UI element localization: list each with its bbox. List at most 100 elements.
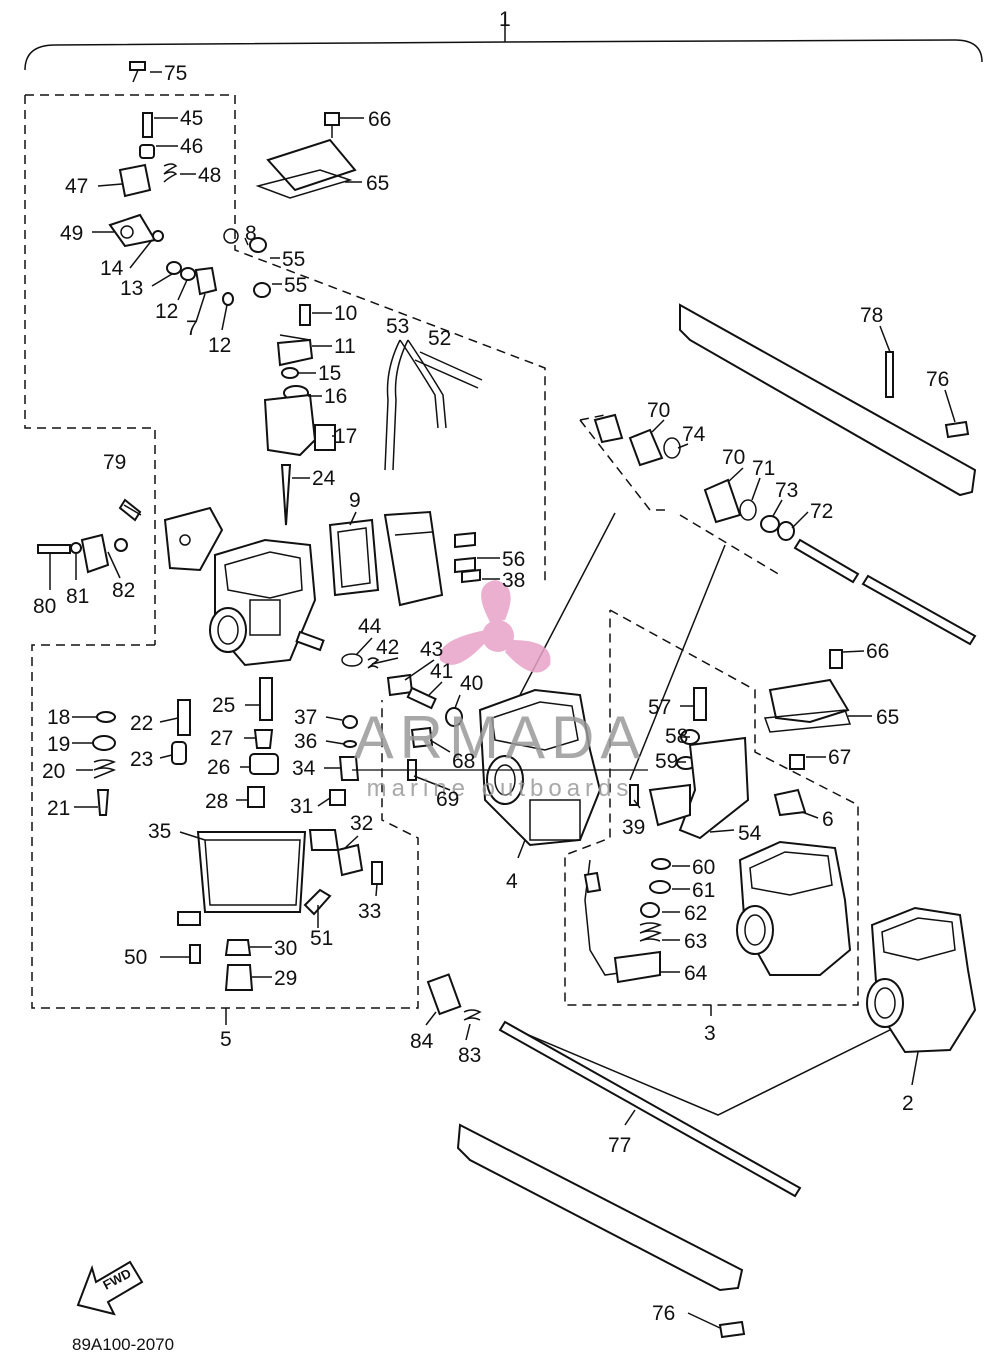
callout-12a: 12 [155,300,178,323]
callout-46: 46 [180,135,203,158]
group-outlines [24,94,901,1116]
callout-53: 53 [386,315,409,338]
callout-labels: 1 75 45 46 48 47 49 8 55 55 14 13 12 7 1… [33,8,949,1325]
callout-51: 51 [310,927,333,950]
callout-40: 40 [460,672,483,695]
callout-59: 59 [655,750,678,773]
callout-21: 21 [47,797,70,820]
callout-70a: 70 [647,399,670,422]
callout-5: 5 [220,1028,232,1051]
callout-72: 72 [810,500,833,523]
callout-55a: 55 [282,248,305,271]
callout-63: 63 [684,930,707,953]
callout-69: 69 [436,788,459,811]
callout-17: 17 [334,425,357,448]
callout-10: 10 [334,302,357,325]
callout-58: 58 [665,725,688,748]
callout-54: 54 [738,822,762,845]
callout-73: 73 [775,479,798,502]
callout-45: 45 [180,107,203,130]
callout-22: 22 [130,712,153,735]
callout-76b: 76 [652,1302,675,1325]
callout-48: 48 [198,164,221,187]
carburetor-4 [478,688,602,847]
bracket-plate-group [37,498,224,574]
callout-6: 6 [822,808,834,831]
callout-12b: 12 [208,334,231,357]
diagram-code: 89A100-2070 [72,1335,174,1354]
callout-70b: 70 [722,446,745,469]
callout-68: 68 [452,750,475,773]
callout-24: 24 [312,467,336,490]
callout-64: 64 [684,962,708,985]
assembly-bracket [24,14,983,71]
carburetor-2 [866,906,977,1054]
callout-57: 57 [648,696,671,719]
callout-7: 7 [186,317,198,340]
callout-4: 4 [506,870,518,893]
callout-26: 26 [207,756,230,779]
vent-hoses [384,339,483,471]
callout-32: 32 [350,812,373,835]
callout-38: 38 [502,569,525,592]
callout-14: 14 [100,257,124,280]
callout-66b: 66 [866,640,889,663]
callout-16: 16 [324,385,347,408]
callout-18: 18 [47,706,70,729]
callout-25: 25 [212,694,235,717]
callout-43: 43 [420,638,443,661]
callout-49: 49 [60,222,83,245]
callout-31: 31 [290,795,313,818]
watermark-logo: ARMADA marine outboards [352,580,648,802]
callout-15: 15 [318,362,341,385]
callout-9: 9 [349,489,361,512]
callout-61: 61 [692,879,715,902]
callout-65b: 65 [876,706,899,729]
callout-2: 2 [902,1092,914,1115]
callout-1: 1 [499,8,511,31]
callout-44: 44 [358,615,382,638]
carburetor-3 [736,840,852,976]
callout-78: 78 [860,304,883,327]
callout-77: 77 [608,1134,631,1157]
carburetor-body-left [209,538,325,667]
callout-67: 67 [828,746,851,769]
callout-52: 52 [428,327,451,350]
linkage-parts [593,413,795,541]
callout-62: 62 [684,902,707,925]
callout-71: 71 [752,457,775,480]
callout-36: 36 [294,730,317,753]
callout-30: 30 [274,937,297,960]
callout-82: 82 [112,579,135,602]
callout-66a: 66 [368,108,391,131]
fwd-arrow-icon: FWD [76,1260,144,1316]
callout-60: 60 [692,856,715,879]
callout-50: 50 [124,946,147,969]
callout-19: 19 [47,733,70,756]
callout-33: 33 [358,900,381,923]
callout-27: 27 [210,727,233,750]
callout-47: 47 [65,175,88,198]
top-cap-group [108,61,271,306]
callout-29: 29 [274,967,297,990]
watermark-brand: ARMADA [354,704,647,771]
watermark-tagline: marine outboards [367,775,634,802]
callout-8: 8 [245,222,257,245]
callout-37: 37 [294,706,317,729]
callout-84: 84 [410,1030,434,1053]
callout-79: 79 [103,451,126,474]
callout-42: 42 [376,636,399,659]
callout-74: 74 [682,423,706,446]
callout-34: 34 [292,757,316,780]
top-cover-65 [255,112,364,199]
callout-20: 20 [42,760,65,783]
callout-35: 35 [148,820,171,843]
callout-39: 39 [622,816,645,839]
callout-23: 23 [130,748,153,771]
callout-80: 80 [33,595,56,618]
callout-65a: 65 [366,172,389,195]
leader-lines [49,71,956,1329]
rods-and-plates [426,303,977,1339]
callout-3: 3 [704,1022,716,1045]
